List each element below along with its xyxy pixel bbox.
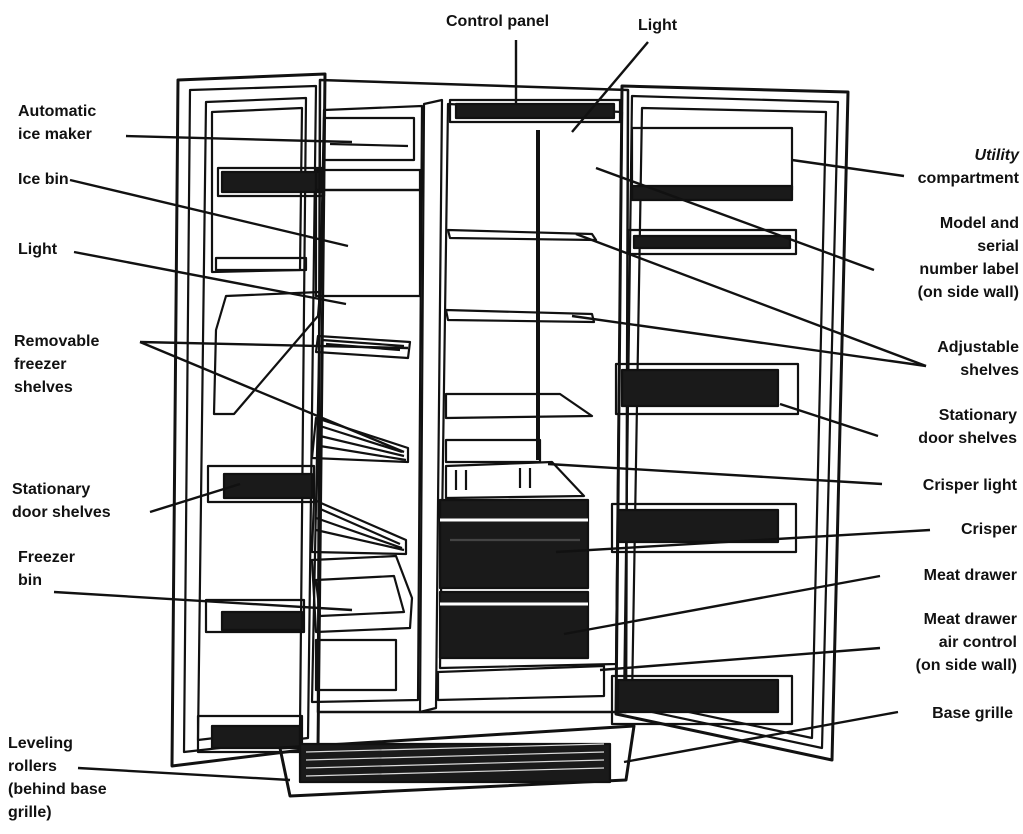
leader-base-grille xyxy=(623,710,899,764)
leader-model-label xyxy=(595,166,875,272)
label-ice-bin: Ice bin xyxy=(18,171,69,188)
meat-drawer-shape xyxy=(438,590,590,660)
label-adjustable-shelves: Adjustable shelves xyxy=(937,339,1019,379)
door-shelf-fresh-upper xyxy=(614,362,800,416)
leader-air-control xyxy=(599,646,881,672)
ice-bin-shape xyxy=(314,188,422,298)
utility-compartment-shape xyxy=(630,126,794,192)
crisper-drawer xyxy=(438,498,590,590)
door-shelf-freezer-bottom xyxy=(196,714,304,754)
leader-adjustable-1 xyxy=(575,232,927,368)
label-light-left: Light xyxy=(18,241,58,258)
label-stationary-door-shelves-right: Stationary door shelves xyxy=(918,407,1017,447)
freezer-bin-shape xyxy=(310,554,414,634)
label-freezer-bin: Freezer bin xyxy=(18,549,75,589)
leader-ice-maker xyxy=(125,134,353,144)
label-model-serial: Model and serial number label (on side w… xyxy=(917,215,1019,301)
leader-lines xyxy=(53,40,931,782)
leader-freezer-bin xyxy=(53,590,353,612)
freezer-door xyxy=(170,72,327,768)
adjustable-shelves xyxy=(444,228,598,464)
label-utility-compartment: Utility compartment xyxy=(917,147,1019,187)
label-stationary-door-shelves-left: Stationary door shelves xyxy=(12,481,111,521)
freezer-bin-door xyxy=(204,598,306,634)
leader-ice-bin xyxy=(69,178,349,248)
leader-meat-drawer xyxy=(563,574,881,636)
leader-leveling-rollers xyxy=(77,766,291,782)
freezer-shelves xyxy=(310,334,412,556)
label-light-top: Light xyxy=(638,17,678,34)
leader-stationary-right xyxy=(779,402,879,438)
label-meat-drawer-air-control: Meat drawer air control (on side wall) xyxy=(915,611,1017,674)
base-grille-shape xyxy=(278,724,636,798)
door-shelf-freezer-top xyxy=(216,166,326,198)
leader-crisper-light xyxy=(547,462,883,486)
label-control-panel: Control panel xyxy=(446,13,550,30)
control-panel-shape xyxy=(448,98,622,124)
ice-maker xyxy=(322,116,416,162)
label-crisper: Crisper xyxy=(960,521,1017,538)
label-removable-freezer-shelves: Removable freezer shelves xyxy=(14,333,100,396)
leader-light-top xyxy=(571,41,649,133)
leader-crisper xyxy=(555,528,931,554)
door-shelf-fresh-bottom xyxy=(610,674,794,726)
label-automatic-ice-maker: Automatic ice maker xyxy=(18,103,97,143)
door-shelf-fresh-lower xyxy=(610,502,798,554)
label-leveling-rollers: Leveling rollers (behind base grille) xyxy=(8,735,107,821)
fresh-food-door xyxy=(610,84,850,762)
leader-freezer-shelf-2 xyxy=(139,340,405,454)
label-base-grille: Base grille xyxy=(932,705,1013,722)
label-crisper-light: Crisper light xyxy=(922,477,1017,494)
leader-stationary-left xyxy=(149,482,241,514)
door-shelf-freezer-mid xyxy=(206,464,316,504)
leader-utility xyxy=(791,158,905,178)
leader-freezer-shelf-1 xyxy=(139,340,409,350)
leader-adjustable-2 xyxy=(571,314,927,368)
leader-light-left xyxy=(73,250,347,306)
label-meat-drawer: Meat drawer xyxy=(923,567,1017,584)
